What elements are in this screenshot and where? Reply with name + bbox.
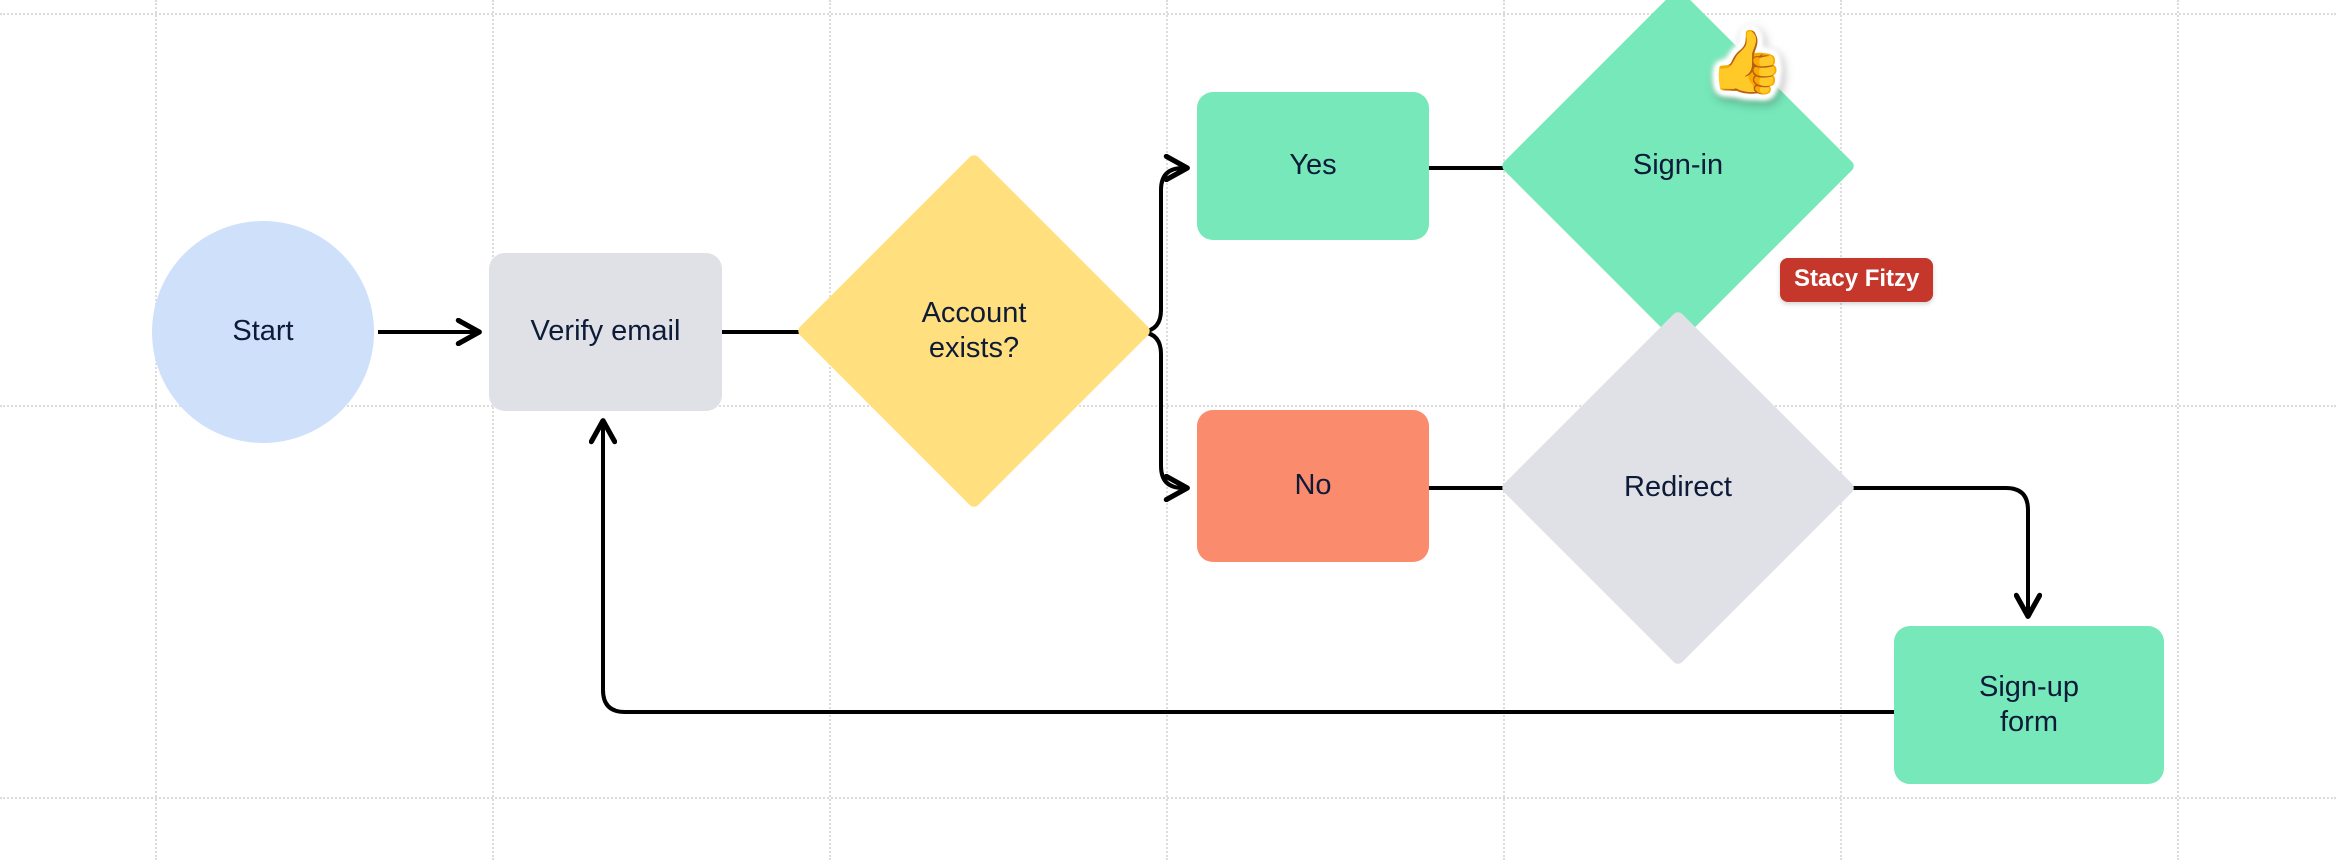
node-redirect-label: Redirect: [1624, 471, 1732, 504]
grid-line-horizontal: [0, 797, 2336, 799]
collaborator-name-badge: Stacy Fitzy: [1780, 258, 1934, 302]
node-yes-label: Yes: [1289, 149, 1337, 182]
grid-line-vertical: [829, 0, 831, 860]
node-no[interactable]: No: [1197, 410, 1429, 562]
node-sign-in-label: Sign-in: [1632, 149, 1724, 182]
edge-redirect-to-signup: [1804, 486, 2028, 614]
grid-line-horizontal: [0, 13, 2336, 15]
grid-line-vertical: [492, 0, 494, 860]
node-verify-email[interactable]: Verify email: [489, 253, 722, 411]
node-no-label: No: [1294, 469, 1332, 502]
node-sign-in[interactable]: Sign-in: [1499, 0, 1857, 345]
node-start[interactable]: Start: [152, 221, 374, 443]
grid-line-vertical: [155, 0, 157, 860]
edge-signup-back-to-verify: [603, 423, 1894, 714]
grid-line-vertical: [1503, 0, 1505, 860]
node-start-label: Start: [232, 315, 294, 348]
node-yes[interactable]: Yes: [1197, 92, 1429, 240]
grid-line-vertical: [2177, 0, 2179, 860]
edge-decision-to-no: [1138, 330, 1185, 488]
node-verify-email-label: Verify email: [530, 315, 681, 348]
grid-line-vertical: [1840, 0, 1842, 860]
grid-line-vertical: [1166, 0, 1168, 860]
node-redirect[interactable]: Redirect: [1499, 309, 1857, 667]
edge-decision-to-yes: [1138, 168, 1185, 334]
thumbs-up-emoji-icon[interactable]: 👍: [1708, 28, 1786, 97]
grid-line-horizontal: [0, 405, 2336, 407]
